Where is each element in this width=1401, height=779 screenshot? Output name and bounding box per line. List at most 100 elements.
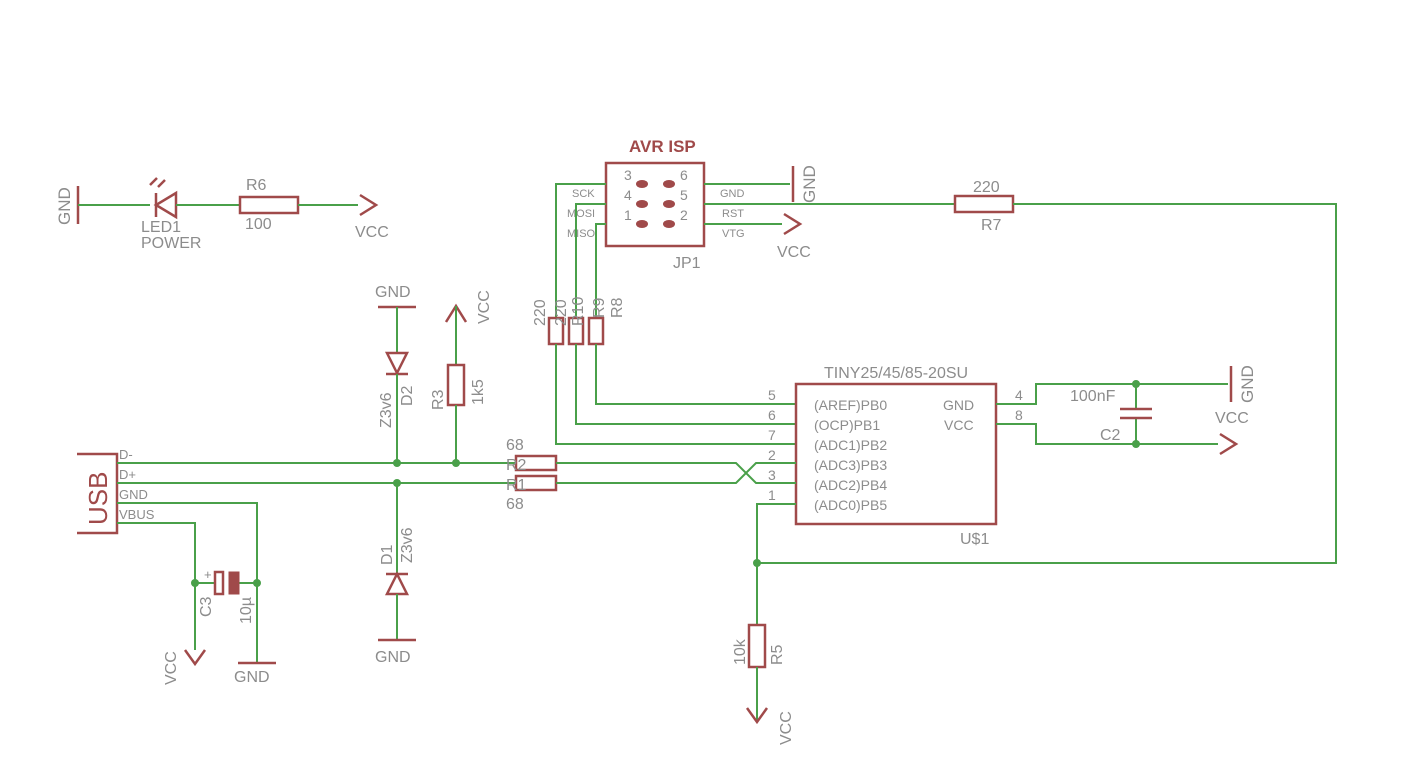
- r7-value: 220: [973, 179, 1000, 196]
- r10-name: R10: [570, 297, 587, 326]
- mcu-pin-num: 1: [768, 487, 776, 503]
- isp-title: AVR ISP: [629, 137, 696, 156]
- isp-pad: [636, 180, 648, 188]
- d1-value: Z3v6: [399, 527, 416, 563]
- mcu-body: [794, 382, 998, 526]
- r8-name: R8: [609, 297, 626, 318]
- vcc-label: VCC: [777, 244, 811, 261]
- resistor-value: 220: [532, 299, 549, 326]
- usb-pin-label: GND: [119, 487, 148, 502]
- junction: [452, 459, 460, 467]
- usb-body: [77, 452, 119, 535]
- attiny-mcu: TINY25/45/85-20SU 5 6 7 2 3 1 (AREF)PB0 …: [753, 365, 1023, 625]
- vcc-label: VCC: [163, 651, 180, 685]
- resistor: [587, 316, 605, 346]
- mcu-pin-num: 4: [1015, 387, 1023, 403]
- wire: [575, 344, 796, 425]
- r2-value: 68: [506, 437, 524, 454]
- r9-name: R9: [591, 297, 608, 318]
- gnd-label: GND: [800, 165, 819, 203]
- r3-name: R3: [430, 389, 447, 410]
- d2-value: Z3v6: [378, 392, 395, 428]
- isp-pad: [663, 220, 675, 228]
- c2-value: 100nF: [1070, 388, 1116, 405]
- r7-resistor: [953, 194, 1015, 214]
- vcc-label: VCC: [1215, 410, 1249, 427]
- mcu-pin-label: (ADC2)PB4: [814, 477, 887, 493]
- c3-plate: [228, 571, 240, 595]
- avr-isp-header: AVR ISP 3 4 1 6 5 2 SCK MOSI MISO GND RS…: [567, 137, 955, 272]
- gnd-label: GND: [375, 284, 411, 301]
- junction: [1132, 380, 1140, 388]
- vcc-arrow-symbol: [783, 212, 803, 236]
- c3-capacitor: + C3 10µ VCC GND: [163, 567, 276, 686]
- junction: [753, 559, 761, 567]
- usb-pin-label: VBUS: [119, 507, 155, 522]
- wire: [555, 183, 606, 318]
- junction: [253, 579, 261, 587]
- wire: [756, 503, 796, 625]
- vcc-label: VCC: [355, 224, 389, 241]
- mcu-title: TINY25/45/85-20SU: [824, 365, 968, 382]
- isp-pin-num: 4: [624, 187, 632, 203]
- isp-pin-num: 5: [680, 187, 688, 203]
- mcu-pin-label: (AREF)PB0: [814, 397, 887, 413]
- r6-resistor: [238, 195, 300, 215]
- mcu-pin-num: 5: [768, 387, 776, 403]
- isp-signal: MOSI: [567, 208, 595, 220]
- r1-name: R1: [506, 477, 527, 494]
- led-symbol: [153, 190, 178, 220]
- wire: [117, 502, 258, 663]
- r1-value: 68: [506, 496, 524, 513]
- wire: [575, 203, 606, 318]
- led-power-circuit: GND LED1 POWER R6 100 VCC: [55, 177, 389, 252]
- usb-pin-label: D-: [119, 447, 133, 462]
- isp-body: [604, 161, 706, 248]
- isp-signal: RST: [722, 208, 744, 220]
- vcc-arrow-symbol: [1219, 432, 1239, 456]
- isp-pin-num: 1: [624, 207, 632, 223]
- wire: [556, 462, 796, 484]
- isp-signal: SCK: [572, 188, 595, 200]
- wire: [595, 344, 796, 405]
- usb-connector: USB D- D+ GND VBUS: [77, 447, 516, 663]
- isp-signal: GND: [720, 188, 745, 200]
- usb-label: USB: [83, 472, 113, 525]
- wire: [757, 203, 1337, 564]
- mcu-pin-num: 2: [768, 447, 776, 463]
- vcc-arrow-symbol: [359, 193, 379, 217]
- r5-name: R5: [769, 644, 786, 665]
- wire: [117, 522, 196, 650]
- resistor-value: 220: [553, 299, 570, 326]
- gnd-label: GND: [375, 649, 411, 666]
- gnd-label: GND: [1238, 365, 1257, 403]
- mcu-pin-num: 6: [768, 407, 776, 423]
- d1-group: GND D1 Z3v6: [375, 479, 416, 666]
- mcu-pin-num: 7: [768, 427, 776, 443]
- vcc-label: VCC: [476, 290, 493, 324]
- isp-pin-num: 6: [680, 167, 688, 183]
- isp-pin-num: 3: [624, 167, 632, 183]
- d1-name: D1: [379, 544, 396, 565]
- r2-name: R2: [506, 457, 527, 474]
- led-arrow: [157, 179, 166, 188]
- mcu-pin-label: (ADC1)PB2: [814, 437, 887, 453]
- c3-plus: +: [204, 567, 212, 582]
- junction: [191, 579, 199, 587]
- c3-name: C3: [198, 596, 215, 617]
- r7-name: R7: [981, 217, 1002, 234]
- gnd-label: GND: [55, 187, 74, 225]
- isp-pad: [636, 220, 648, 228]
- isp-signal: VTG: [722, 228, 745, 240]
- vcc-arrow-symbol: [183, 649, 207, 667]
- c2-name: C2: [1100, 427, 1121, 444]
- mcu-pin-label: VCC: [944, 417, 974, 433]
- mcu-pin-label: (OCP)PB1: [814, 417, 880, 433]
- mcu-pin-num: 3: [768, 467, 776, 483]
- mcu-pin-label: GND: [943, 397, 974, 413]
- wire: [556, 462, 796, 484]
- vcc-label: VCC: [778, 711, 795, 745]
- isp-series-resistors: 220 220 R10 R9 R8: [532, 183, 796, 445]
- isp-pad: [663, 200, 675, 208]
